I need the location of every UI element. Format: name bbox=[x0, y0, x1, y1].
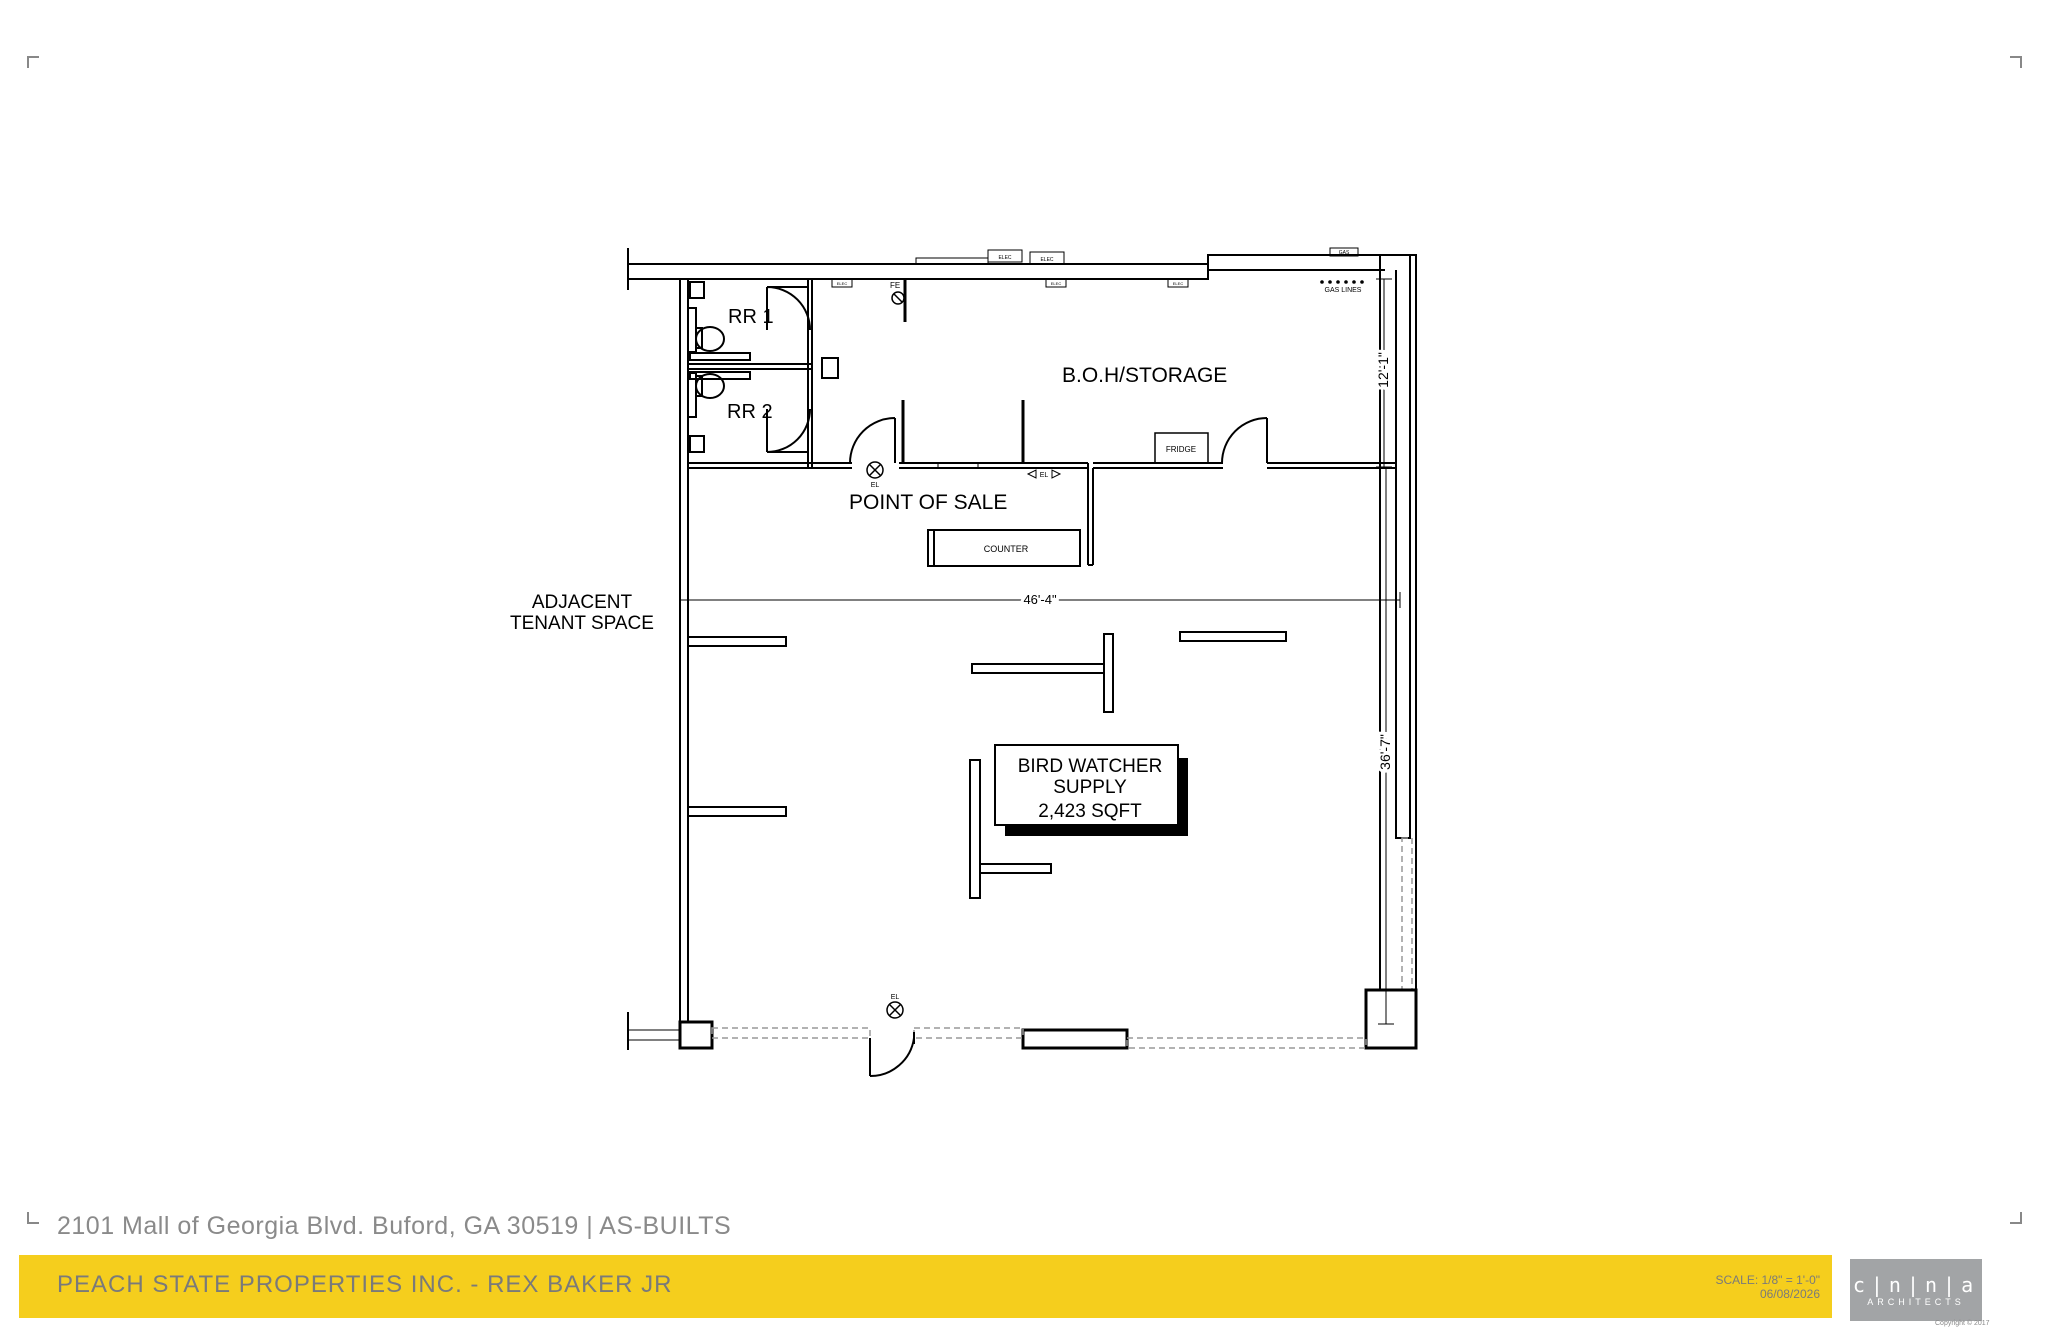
room-label-rr1: RR 1 bbox=[728, 306, 774, 328]
exit-light-pos bbox=[866, 461, 884, 479]
elec-label-3: ELEC bbox=[837, 281, 848, 286]
exit-light-hall bbox=[1026, 469, 1062, 479]
tenant-name-line2: SUPPLY bbox=[1053, 777, 1127, 798]
exterior-wall-right bbox=[1395, 255, 1417, 1048]
storefront-bottom-middle bbox=[913, 1027, 1024, 1039]
fe-label: FE bbox=[890, 281, 900, 290]
boh-wall-south-far bbox=[1267, 462, 1396, 469]
restroom-wall-right-lower bbox=[807, 396, 813, 467]
adjacent-storefront bbox=[628, 1029, 680, 1041]
counter-label: COUNTER bbox=[984, 544, 1029, 554]
storefront-right bbox=[1401, 837, 1413, 991]
electric-service-box bbox=[915, 257, 989, 265]
rr2-door bbox=[766, 408, 811, 453]
corner-mark-top-right bbox=[2010, 56, 2022, 68]
tenant-area: 2,423 SQFT bbox=[1038, 801, 1142, 822]
elec-label-5: ELEC bbox=[1051, 281, 1062, 286]
el-label-pos: EL bbox=[871, 482, 880, 489]
shelf-tee-lower-bar bbox=[979, 863, 1052, 874]
exterior-wall-top bbox=[628, 254, 1417, 1049]
shelf-top-right bbox=[1179, 631, 1287, 642]
copyright-notice: Copyright © 2017 bbox=[1935, 1320, 1990, 1327]
sink-wall bbox=[821, 357, 839, 379]
dimension-width bbox=[679, 592, 1401, 608]
scale-and-date: SCALE: 1/8" = 1'-0" 06/08/2026 bbox=[1715, 1273, 1820, 1301]
entry-door bbox=[869, 1037, 915, 1078]
architect-logo: c|n|n|a ARCHITECTS bbox=[1850, 1259, 1982, 1321]
dimension-sales-depth-label: 36'-7" bbox=[1377, 734, 1393, 770]
boh-wall-south-right bbox=[1087, 463, 1094, 566]
dimension-boh-depth bbox=[1376, 278, 1392, 468]
fridge bbox=[1154, 432, 1209, 464]
pos-counter-end bbox=[927, 529, 935, 567]
gas-meter bbox=[1329, 247, 1359, 257]
storefront-bottom-right bbox=[1126, 1037, 1367, 1049]
gas-lines bbox=[1320, 280, 1364, 284]
boh-door bbox=[1221, 417, 1268, 464]
shelf-tee-top-bar bbox=[971, 663, 1105, 674]
drawing-scale: SCALE: 1/8" = 1'-0" bbox=[1715, 1273, 1820, 1287]
exterior-wall-top-band bbox=[627, 263, 1209, 280]
room-label-boh: B.O.H/STORAGE bbox=[1062, 364, 1227, 387]
room-label-rr2: RR 2 bbox=[727, 401, 773, 423]
client-name: PEACH STATE PROPERTIES INC. - REX BAKER … bbox=[57, 1271, 673, 1298]
gas-lines-label: GAS LINES bbox=[1325, 287, 1362, 294]
elec-panel-3 bbox=[831, 278, 853, 288]
project-address: 2101 Mall of Georgia Blvd. Buford, GA 30… bbox=[57, 1212, 732, 1240]
grab-bar-rr2 bbox=[689, 371, 751, 380]
shelf-wall-lower bbox=[687, 806, 787, 817]
shelf-tee-lower-stem bbox=[969, 759, 981, 899]
column-bottom-right bbox=[1364, 988, 1418, 1050]
corner-mark-bottom-right bbox=[2010, 1212, 2022, 1224]
tenant-box bbox=[994, 744, 1179, 826]
logo-mark: c|n|n|a bbox=[1852, 1273, 1980, 1297]
exterior-wall-top-band-right bbox=[1208, 254, 1416, 271]
adjacent-label-line1: ADJACENT bbox=[532, 592, 633, 613]
bulkhead-bottom-center bbox=[1021, 1028, 1129, 1050]
tenant-name-line1: BIRD WATCHER bbox=[1018, 756, 1163, 777]
elec-label-2: ELEC bbox=[1040, 257, 1053, 263]
el-label-entry: EL bbox=[891, 994, 900, 1001]
room-label-pos: POINT OF SALE bbox=[849, 491, 1007, 514]
corner-mark-top-left bbox=[27, 56, 39, 68]
fire-extinguisher bbox=[891, 291, 905, 305]
sink-rr1 bbox=[689, 281, 705, 299]
storefront-bottom-left bbox=[711, 1027, 871, 1039]
storage-pass-through bbox=[937, 462, 979, 469]
toilet-rr2 bbox=[687, 372, 725, 418]
grab-bar-rr1 bbox=[689, 352, 751, 361]
adjacent-label-line2: TENANT SPACE bbox=[510, 613, 654, 634]
toilet-rr1 bbox=[687, 307, 725, 353]
boh-wall-south-mid bbox=[899, 462, 1088, 469]
el-label-hall: EL bbox=[1040, 472, 1049, 479]
corner-mark-bottom-left bbox=[27, 1212, 39, 1224]
shelf-wall-upper bbox=[687, 636, 787, 647]
dimension-boh-depth-label: 12'-1" bbox=[1375, 352, 1391, 388]
restroom-wall-right bbox=[807, 279, 813, 396]
sink-rr2 bbox=[689, 435, 705, 453]
title-band: PEACH STATE PROPERTIES INC. - REX BAKER … bbox=[19, 1255, 1832, 1318]
elec-panel-2 bbox=[1029, 251, 1065, 265]
dimension-sales-depth bbox=[1378, 467, 1394, 1025]
boh-wall-south bbox=[688, 462, 852, 469]
fridge-label: FRIDGE bbox=[1166, 445, 1196, 454]
dimension-width-label: 46'-4" bbox=[1023, 592, 1057, 607]
logo-text: ARCHITECTS bbox=[1867, 1297, 1965, 1307]
rr1-door bbox=[766, 286, 811, 331]
exit-light-entry bbox=[886, 1001, 904, 1019]
elec-panel-1 bbox=[987, 249, 1023, 263]
drawing-date: 06/08/2026 bbox=[1759, 1287, 1820, 1301]
shelf-tee-top-stem bbox=[1103, 633, 1114, 713]
elec-label-4: ELEC bbox=[1173, 281, 1184, 286]
elec-panel-4 bbox=[1167, 278, 1189, 288]
column-bottom-left bbox=[678, 1020, 714, 1050]
elec-label-1: ELEC bbox=[998, 255, 1011, 261]
restroom-divider bbox=[688, 363, 812, 370]
pos-door bbox=[849, 417, 896, 464]
elec-panel-5 bbox=[1045, 278, 1067, 288]
gas-meter-label: GAS bbox=[1339, 250, 1350, 256]
